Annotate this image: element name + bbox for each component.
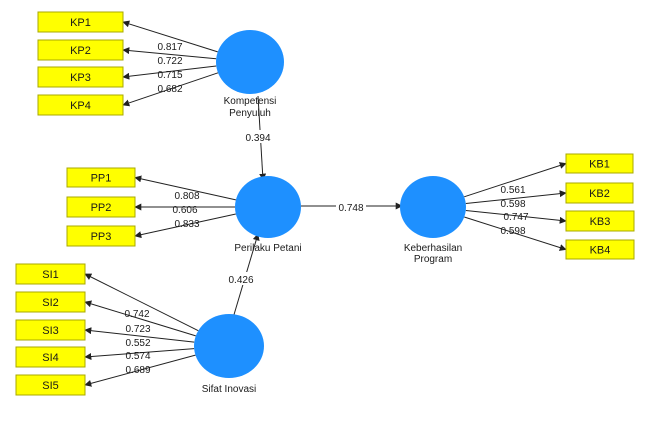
indicator-box-si5[interactable] [15,374,86,396]
path-coefficient: 0.426 [228,275,253,286]
construct-label: Sifat Inovasi [202,384,256,395]
loading-arrow-pp1 [134,175,236,201]
loading-value: 0.723 [125,324,150,335]
indicator-label: SI3 [42,325,59,337]
path-coef-bg [336,200,366,213]
loading-arrow-kb3 [465,209,567,224]
indicator-label: KP2 [70,45,91,57]
loading-arrow-kb2 [465,190,567,205]
indicator-label: SI4 [42,352,59,364]
loading-value: 0.561 [500,185,525,196]
indicator-label: SI2 [42,297,59,309]
construct-label: Perilaku Petani [234,243,301,254]
loading-arrow-si2 [84,300,196,337]
indicator-box-si2[interactable] [15,291,86,313]
loading-arrow-si1 [84,273,199,332]
indicator-box-kb2[interactable] [565,182,634,204]
indicator-box-kb3[interactable] [565,210,635,232]
construct-kp[interactable] [216,30,284,94]
path-coefficient: 0.394 [245,133,270,144]
loading-arrow-si4 [84,348,195,361]
loading-value: 0.817 [157,42,182,53]
indicator-box-kb4[interactable] [565,239,635,260]
indicator-label: KB2 [589,188,610,200]
indicator-label: PP2 [91,202,112,214]
loading-arrow-kb1 [464,162,567,198]
path-coefficient: 0.748 [338,203,363,214]
path-coef-bg [227,272,255,285]
indicator-box-kp3[interactable] [37,66,124,88]
loading-arrow-kp4 [122,72,219,107]
construct-label: Program [414,254,452,265]
loading-arrow-kb4 [464,216,567,251]
construct-label: Kompetensi [224,96,277,107]
construct-label: Keberhasilan [404,243,462,254]
indicator-label: KP3 [70,72,91,84]
indicator-box-pp1[interactable] [66,167,136,188]
loading-value: 0.747 [503,212,528,223]
loading-arrow-kp1 [122,20,218,53]
indicator-box-pp3[interactable] [66,225,136,247]
loading-value: 0.742 [124,309,149,320]
indicator-label: PP3 [91,231,112,243]
indicator-box-si1[interactable] [15,263,86,285]
indicator-box-kp2[interactable] [37,39,124,61]
loading-value: 0.598 [500,226,525,237]
indicator-label: KP4 [70,100,91,112]
construct-si[interactable] [194,314,264,378]
indicator-box-kb1[interactable] [565,153,634,174]
indicator-label: KB3 [590,216,611,228]
loading-arrow-pp3 [134,213,236,239]
loading-value: 0.574 [125,351,150,362]
loading-value: 0.606 [172,205,197,216]
construct-label: Penyuluh [229,108,271,119]
loading-arrow-si3 [84,327,195,343]
indicator-box-kp1[interactable] [37,11,124,33]
indicator-box-si3[interactable] [15,319,86,341]
indicator-label: SI5 [42,380,59,392]
loading-value: 0.689 [125,365,150,376]
indicator-label: KB4 [590,245,611,257]
loading-value: 0.552 [125,338,150,349]
loading-arrow-kp3 [122,65,217,80]
indicator-label: PP1 [91,173,112,185]
loading-arrow-kp2 [122,47,217,60]
construct-kb[interactable] [400,176,466,238]
indicator-label: SI1 [42,269,59,281]
loading-value: 0.715 [157,70,182,81]
indicator-box-kp4[interactable] [37,94,124,116]
indicator-box-si4[interactable] [15,346,86,368]
loading-value: 0.598 [500,199,525,210]
loading-value: 0.808 [174,191,199,202]
loading-value: 0.833 [174,219,199,230]
path-coef-bg [244,130,272,143]
construct-pp[interactable] [235,176,301,238]
loading-arrow-si5 [84,354,196,387]
indicator-box-pp2[interactable] [66,196,136,218]
loading-value: 0.722 [157,56,182,67]
indicator-label: KP1 [70,17,91,29]
loading-value: 0.682 [157,84,182,95]
indicator-label: KB1 [589,159,610,171]
